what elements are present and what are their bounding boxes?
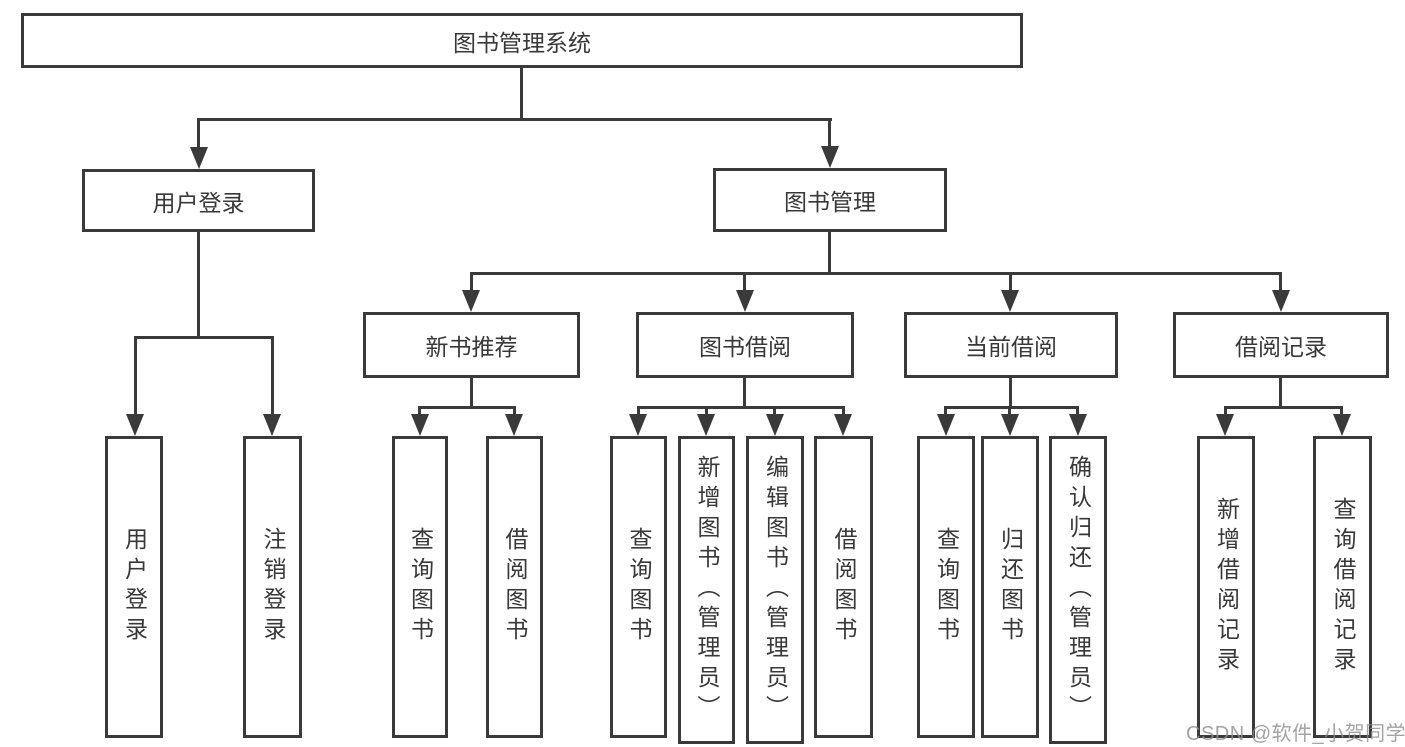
- arrow-down-icon: [834, 414, 852, 436]
- leaf-br-add-record-label: 新增借阅记录: [1213, 497, 1240, 677]
- connector-line: [513, 406, 516, 416]
- leaf-br-add-record: 新增借阅记录: [1197, 436, 1255, 738]
- connector-line: [271, 336, 274, 416]
- connector-line: [1009, 378, 1012, 406]
- leaf-cb-return-books: 归还图书: [981, 436, 1039, 738]
- node-book-borrowing: 图书借阅: [636, 312, 854, 378]
- connector-line: [1076, 406, 1079, 416]
- arrow-down-icon: [411, 414, 429, 436]
- connector-line: [197, 118, 832, 121]
- leaf-cb-query-books: 查询图书: [917, 436, 975, 738]
- leaf-br-query-record-label: 查询借阅记录: [1330, 497, 1356, 677]
- connector-line: [743, 272, 746, 292]
- node-library-management-system-label: 图书管理系统: [453, 29, 591, 56]
- connector-line: [1224, 406, 1343, 409]
- arrow-down-icon: [1001, 290, 1019, 312]
- arrow-down-icon: [1001, 414, 1019, 436]
- node-library-management-system: 图书管理系统: [21, 13, 1023, 68]
- leaf-cb-return-books-label: 归还图书: [997, 527, 1024, 647]
- arrow-down-icon: [1069, 414, 1087, 436]
- arrow-down-icon: [1272, 290, 1290, 312]
- arrow-down-icon: [937, 414, 955, 436]
- node-new-book-recommend-label: 新书推荐: [425, 334, 518, 360]
- node-book-management: 图书管理: [713, 168, 947, 232]
- connector-line: [1279, 272, 1282, 292]
- arrow-down-icon: [190, 147, 208, 169]
- connector-line: [842, 406, 845, 416]
- arrow-down-icon: [126, 414, 144, 436]
- leaf-user-login: 用户登录: [105, 436, 163, 738]
- leaf-bb-borrow-books-label: 借阅图书: [831, 527, 857, 647]
- connector-line: [944, 406, 947, 416]
- connector-line: [1279, 378, 1282, 406]
- node-book-management-label: 图书管理: [784, 189, 876, 215]
- connector-line: [637, 406, 845, 409]
- connector-line: [134, 336, 137, 416]
- connector-line: [197, 118, 200, 151]
- arrow-down-icon: [505, 414, 523, 436]
- leaf-bb-query-books-label: 查询图书: [626, 527, 652, 647]
- node-book-borrowing-label: 图书借阅: [699, 334, 791, 360]
- node-current-borrowing-label: 当前借阅: [965, 334, 1057, 360]
- arrow-down-icon: [263, 414, 281, 436]
- node-borrowing-records: 借阅记录: [1173, 312, 1389, 378]
- node-borrowing-records-label: 借阅记录: [1235, 334, 1327, 360]
- connector-line: [134, 336, 274, 339]
- connector-line: [470, 378, 473, 406]
- connector-line: [1008, 406, 1011, 416]
- connector-line: [418, 406, 421, 416]
- leaf-nbr-borrow-books-label: 借阅图书: [502, 527, 528, 647]
- connector-line: [1009, 272, 1012, 292]
- connector-line: [1340, 406, 1343, 416]
- connector-line: [828, 232, 831, 272]
- arrow-down-icon: [736, 290, 754, 312]
- connector-line: [743, 378, 746, 406]
- connector-line: [418, 406, 516, 409]
- leaf-br-query-record: 查询借阅记录: [1313, 436, 1372, 738]
- arrow-down-icon: [462, 290, 480, 312]
- leaf-logout-label: 注销登录: [260, 527, 286, 647]
- leaf-bb-add-books-admin: 新增图书（管理员）: [678, 436, 735, 744]
- watermark-text: CSDN @软件_小贺同学: [1186, 723, 1405, 745]
- node-current-borrowing: 当前借阅: [904, 312, 1118, 378]
- connector-line: [470, 272, 1282, 275]
- leaf-cb-confirm-return-admin-label: 确认归还（管理员）: [1065, 455, 1092, 725]
- arrow-down-icon: [1333, 414, 1351, 436]
- connector-line: [828, 118, 831, 150]
- leaf-nbr-query-books: 查询图书: [392, 436, 448, 738]
- connector-line: [197, 232, 200, 336]
- leaf-cb-query-books-label: 查询图书: [933, 527, 960, 647]
- arrow-down-icon: [766, 414, 784, 436]
- leaf-user-login-label: 用户登录: [121, 527, 148, 647]
- leaf-nbr-borrow-books: 借阅图书: [486, 436, 543, 738]
- leaf-bb-edit-books-admin-label: 编辑图书（管理员）: [762, 455, 789, 725]
- leaf-bb-edit-books-admin: 编辑图书（管理员）: [746, 436, 804, 744]
- leaf-logout: 注销登录: [243, 436, 302, 738]
- connector-line: [520, 68, 523, 118]
- arrow-down-icon: [697, 414, 715, 436]
- leaf-bb-add-books-admin-label: 新增图书（管理员）: [694, 455, 720, 725]
- arrow-down-icon: [1216, 414, 1234, 436]
- connector-line: [637, 406, 640, 416]
- leaf-cb-confirm-return-admin: 确认归还（管理员）: [1049, 436, 1107, 744]
- leaf-bb-query-books: 查询图书: [610, 436, 667, 738]
- connector-line: [1224, 406, 1227, 416]
- node-new-book-recommend: 新书推荐: [363, 312, 580, 378]
- connector-line: [705, 406, 708, 416]
- arrow-down-icon: [821, 146, 839, 168]
- arrow-down-icon: [629, 414, 647, 436]
- connector-line: [773, 406, 776, 416]
- leaf-bb-borrow-books: 借阅图书: [814, 436, 873, 738]
- node-user-login: 用户登录: [82, 169, 315, 232]
- leaf-nbr-query-books-label: 查询图书: [407, 527, 434, 647]
- node-user-login-label: 用户登录: [152, 189, 245, 216]
- connector-line: [944, 406, 1079, 409]
- connector-line: [470, 272, 473, 292]
